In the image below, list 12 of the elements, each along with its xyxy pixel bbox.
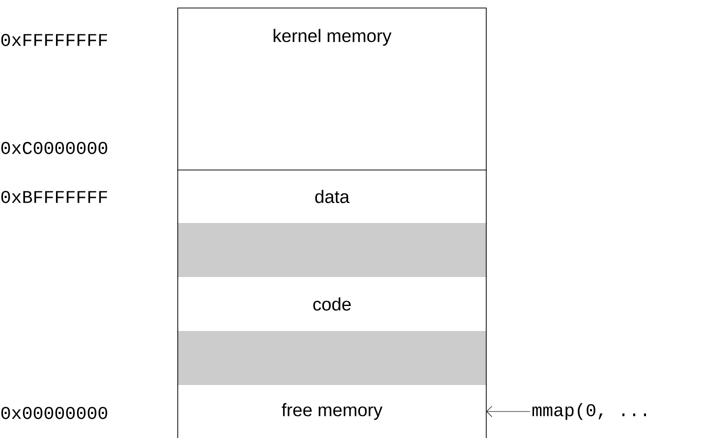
memory-region: kernel memory — [177, 7, 487, 171]
address-label: 0xC0000000 — [1, 142, 108, 154]
address-label: 0xBFFFFFFF — [1, 190, 107, 204]
memory-region: free memory — [177, 384, 487, 438]
arrow — [486, 406, 530, 418]
shaded-band — [177, 222, 487, 278]
memory-region: code — [177, 276, 487, 332]
address-label: 0x00000000 — [1, 406, 108, 420]
memory-region: data — [177, 169, 487, 224]
address-label: 0xFFFFFFFF — [1, 34, 107, 46]
call-label: mmap(0, ... — [532, 403, 646, 420]
shaded-band — [177, 330, 487, 386]
